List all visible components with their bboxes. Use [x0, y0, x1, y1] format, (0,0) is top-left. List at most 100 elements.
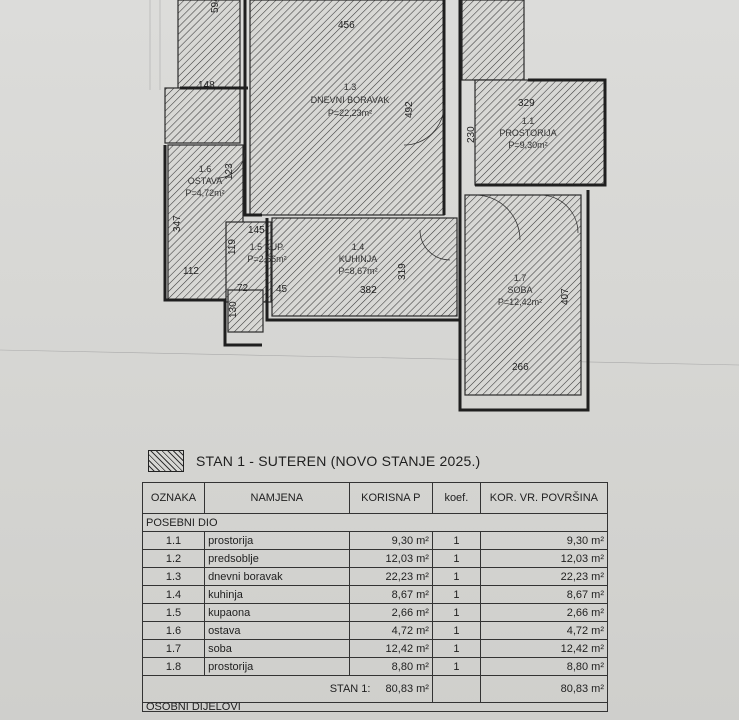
row-koef: 1	[431, 585, 481, 604]
dim-456: 456	[338, 20, 355, 31]
row-namjena: dnevni boravak	[204, 567, 350, 586]
dim-72: 72	[237, 283, 249, 294]
room-area-1-1: P=9,30m²	[508, 140, 547, 150]
row-namjena: prostorija	[204, 657, 350, 676]
dim-319: 319	[397, 263, 408, 280]
room-num-1-4: 1.4	[352, 242, 365, 252]
room-name-1-3: DNEVNI BORAVAK	[311, 95, 390, 105]
row-namjena: kuhinja	[204, 585, 350, 604]
rooms	[164, 0, 606, 396]
room-num-1-1: 1.1	[522, 116, 535, 126]
next-section-label: OSOBNI DIJELOVI	[142, 702, 608, 712]
row-koef: 1	[431, 603, 481, 622]
room-num-1-5: 1.5 KUP.	[250, 242, 285, 252]
row-namjena: kupaona	[204, 603, 350, 622]
row-id: 1.5	[141, 603, 206, 622]
row-korisna: 8,67 m²	[348, 585, 433, 604]
row-kor-vr: 2,66 m²	[479, 603, 609, 622]
row-korisna: 9,30 m²	[348, 531, 433, 550]
row-id: 1.1	[141, 531, 206, 550]
dim-230: 230	[466, 126, 477, 143]
row-koef: 1	[431, 621, 481, 640]
room-area-1-7: P=12,42m²	[498, 297, 542, 307]
room-name-1-4: KUHINJA	[339, 254, 378, 264]
dim-123: 123	[224, 163, 235, 180]
row-kor-vr: 22,23 m²	[479, 567, 609, 586]
dim-112: 112	[183, 266, 199, 277]
room-upper-left	[177, 0, 241, 89]
row-namjena: prostorija	[204, 531, 350, 550]
col-koef: koef.	[431, 482, 481, 514]
dim-329: 329	[518, 98, 535, 109]
col-kor-vr: KOR. VR. POVRŠINA	[479, 482, 609, 514]
dim-145: 145	[248, 225, 265, 236]
row-korisna: 22,23 m²	[348, 567, 433, 586]
total-label: STAN 1:	[329, 683, 371, 695]
room-lower-small	[227, 289, 264, 333]
row-id: 1.3	[141, 567, 206, 586]
row-id: 1.4	[141, 585, 206, 604]
legend-hatch-swatch	[148, 450, 184, 472]
row-id: 1.2	[141, 549, 206, 568]
row-koef: 1	[431, 639, 481, 658]
row-id: 1.6	[141, 621, 206, 640]
room-kupaona	[225, 221, 272, 303]
row-koef: 1	[431, 567, 481, 586]
row-korisna: 2,66 m²	[348, 603, 433, 622]
section-label: POSEBNI DIO	[142, 513, 608, 532]
floor-plan: 594 456 148 329 492 230 123 347 145 119 …	[0, 0, 739, 412]
row-korisna: 12,03 m²	[348, 549, 433, 568]
dim-407: 407	[560, 288, 571, 305]
room-area-1-4: P=8,67m²	[338, 266, 377, 276]
room-name-1-1: PROSTORIJA	[499, 128, 556, 138]
walls	[163, 0, 607, 412]
background-lines	[0, 0, 739, 366]
room-area-1-6: P=4,72m²	[185, 188, 224, 198]
area-table: OZNAKA NAMJENA KORISNA P koef. KOR. VR. …	[141, 482, 609, 712]
col-oznaka: OZNAKA	[141, 482, 206, 514]
room-name-1-6: OSTAVA	[188, 176, 223, 186]
dim-492: 492	[404, 101, 415, 118]
dim-347: 347	[172, 215, 183, 232]
row-kor-vr: 4,72 m²	[479, 621, 609, 640]
room-kuhinja	[271, 217, 458, 317]
row-korisna: 12,42 m²	[348, 639, 433, 658]
room-148	[164, 87, 241, 144]
row-koef: 1	[431, 531, 481, 550]
row-koef: 1	[431, 657, 481, 676]
dim-382: 382	[360, 285, 377, 296]
dim-119: 119	[227, 239, 238, 255]
row-namjena: ostava	[204, 621, 350, 640]
next-section-row: OSOBNI DIJELOVI	[142, 702, 608, 712]
room-num-1-7: 1.7	[514, 273, 527, 283]
dimension-labels: 594 456 148 329 492 230 123 347 145 119 …	[172, 0, 571, 373]
col-korisna: KORISNA P	[348, 482, 433, 514]
row-kor-vr: 9,30 m²	[479, 531, 609, 550]
dim-594: 594	[210, 0, 221, 13]
total-cell: STAN 1: 80,83 m²	[142, 675, 433, 703]
legend: STAN 1 - SUTEREN (NOVO STANJE 2025.)	[148, 450, 480, 472]
dim-266: 266	[512, 362, 529, 373]
room-area-1-5: P=2,66m²	[247, 254, 286, 264]
room-upper-right	[461, 0, 525, 81]
room-labels: 1.3 DNEVNI BORAVAK P=22,23m² 1.1 PROSTOR…	[185, 82, 556, 307]
room-area-1-3: P=22,23m²	[328, 108, 372, 118]
col-namjena: NAMJENA	[204, 482, 350, 514]
row-namjena: predsoblje	[204, 549, 350, 568]
row-kor-vr: 8,67 m²	[479, 585, 609, 604]
row-korisna: 8,80 m²	[348, 657, 433, 676]
row-kor-vr: 12,03 m²	[479, 549, 609, 568]
room-soba	[464, 194, 582, 396]
row-koef: 1	[431, 549, 481, 568]
legend-label: STAN 1 - SUTEREN (NOVO STANJE 2025.)	[196, 453, 481, 469]
row-id: 1.7	[141, 639, 206, 658]
dim-148: 148	[198, 80, 215, 91]
